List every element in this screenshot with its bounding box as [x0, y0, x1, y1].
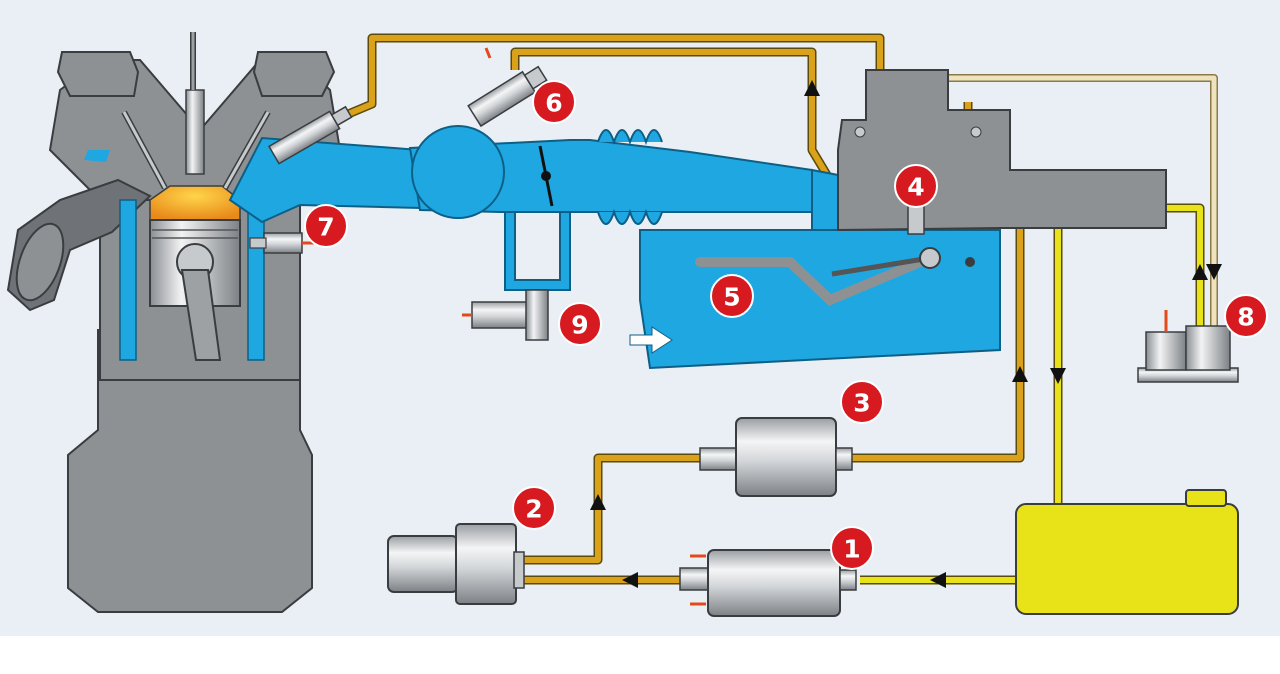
flow-arrow — [1206, 264, 1222, 280]
cam-cover-left — [56, 51, 140, 97]
plenum-chamber — [411, 125, 505, 219]
svg-text:1: 1 — [843, 535, 860, 564]
fuel-tank — [1015, 489, 1239, 615]
intake-bellows-bottom — [597, 208, 663, 225]
badge-9: 9 — [558, 302, 602, 346]
flow-arrow — [930, 572, 946, 588]
fuel-filter — [699, 417, 853, 497]
sensor-plate-lever — [695, 257, 925, 306]
svg-text:5: 5 — [723, 283, 740, 312]
combustion-chamber — [149, 185, 241, 221]
auxiliary-air-device — [462, 289, 549, 341]
flow-arrow — [1192, 264, 1208, 280]
cam-cover-right — [252, 51, 336, 97]
connecting-rod — [180, 269, 222, 361]
air-flow-meter-housing — [639, 229, 1001, 370]
svg-text:7: 7 — [317, 213, 334, 242]
flow-arrow — [804, 80, 820, 96]
crankcase — [67, 329, 313, 613]
component-badges: 1 2 3 4 5 6 7 8 — [304, 80, 1268, 570]
svg-text:3: 3 — [853, 389, 870, 418]
fuel-injector — [267, 105, 353, 165]
air-inlet-arrow — [629, 326, 673, 354]
coolant-jacket-right — [247, 199, 265, 361]
svg-text:8: 8 — [1237, 303, 1254, 332]
flow-arrow — [1050, 368, 1066, 384]
cold-start-valve — [467, 65, 548, 128]
svg-text:4: 4 — [907, 173, 924, 202]
badge-1: 1 — [830, 526, 874, 570]
warm-up-regulator — [1137, 310, 1239, 383]
svg-text:9: 9 — [571, 311, 588, 340]
engine-block — [6, 32, 421, 613]
fuel-accumulator — [387, 523, 525, 605]
spark-plug — [185, 89, 205, 175]
intake-bellows-top — [597, 129, 663, 146]
badge-8: 8 — [1224, 294, 1268, 338]
badge-6: 6 — [532, 80, 576, 124]
flow-arrow — [622, 572, 638, 588]
badge-5: 5 — [710, 274, 754, 318]
badge-2: 2 — [512, 486, 556, 530]
air-intake-system — [408, 47, 1001, 370]
svg-text:2: 2 — [525, 495, 542, 524]
badge-3: 3 — [840, 380, 884, 424]
badge-7: 7 — [304, 204, 348, 248]
electric-fuel-pump — [679, 549, 857, 617]
coolant-jacket-left — [119, 199, 137, 361]
flow-arrow — [590, 494, 606, 510]
flow-arrow — [1012, 366, 1028, 382]
badge-4: 4 — [894, 164, 938, 208]
svg-text:6: 6 — [545, 89, 562, 118]
